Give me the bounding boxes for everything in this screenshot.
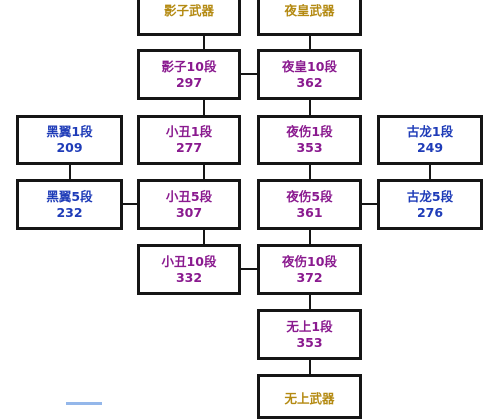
node-label: 夜皇10段 bbox=[282, 58, 337, 74]
node-nightwound-1: 夜伤1段 353 bbox=[257, 115, 362, 165]
node-value: 209 bbox=[56, 140, 83, 155]
node-label: 黑翼1段 bbox=[46, 124, 93, 139]
connector bbox=[240, 268, 258, 270]
node-blackwing-5: 黑翼5段 232 bbox=[16, 179, 123, 230]
node-label: 无上1段 bbox=[286, 318, 333, 334]
connector bbox=[203, 99, 205, 116]
node-label: 夜伤5段 bbox=[286, 188, 333, 204]
node-value: 297 bbox=[175, 74, 203, 90]
connector bbox=[69, 164, 71, 180]
node-nightwound-5: 夜伤5段 361 bbox=[257, 179, 362, 230]
connector bbox=[309, 99, 311, 116]
connector bbox=[309, 359, 311, 375]
node-label: 无上武器 bbox=[284, 391, 335, 406]
node-value: 232 bbox=[56, 204, 83, 220]
connector bbox=[122, 203, 138, 205]
connector bbox=[309, 229, 311, 245]
node-label: 夜皇武器 bbox=[284, 3, 335, 18]
node-ancientdragon-5: 古龙5段 276 bbox=[377, 179, 483, 230]
upgrade-path-diagram: 影子武器 影子10段 297 小丑1段 277 小丑5段 307 小丑10段 3… bbox=[16, 0, 483, 419]
node-value: 332 bbox=[175, 269, 203, 285]
node-value: 353 bbox=[296, 140, 323, 155]
node-nightking-10: 夜皇10段 362 bbox=[257, 49, 362, 100]
node-ancientdragon-1: 古龙1段 249 bbox=[377, 115, 483, 165]
node-shadow-weapon: 影子武器 bbox=[137, 0, 241, 36]
node-clown-10: 小丑10段 332 bbox=[137, 244, 241, 295]
connector bbox=[240, 73, 258, 75]
node-label: 影子10段 bbox=[161, 58, 217, 74]
node-value: 307 bbox=[175, 204, 203, 220]
connector bbox=[309, 294, 311, 310]
connector bbox=[309, 35, 311, 49]
node-supreme-weapon: 无上武器 bbox=[257, 374, 362, 419]
node-blackwing-1: 黑翼1段 209 bbox=[16, 115, 123, 165]
node-value: 276 bbox=[416, 204, 444, 220]
connector bbox=[203, 164, 205, 180]
node-label: 古龙5段 bbox=[406, 188, 454, 204]
node-value: 361 bbox=[296, 204, 323, 220]
node-label: 夜伤1段 bbox=[286, 124, 333, 139]
node-supreme-1: 无上1段 353 bbox=[257, 309, 362, 360]
node-nightking-weapon: 夜皇武器 bbox=[257, 0, 362, 36]
node-label: 黑翼5段 bbox=[46, 188, 93, 204]
node-value: 353 bbox=[296, 334, 323, 350]
node-shadow-10: 影子10段 297 bbox=[137, 49, 241, 100]
connector bbox=[309, 164, 311, 180]
connector bbox=[203, 35, 205, 49]
connector bbox=[361, 203, 378, 205]
node-label: 小丑10段 bbox=[161, 253, 217, 269]
node-value: 249 bbox=[416, 140, 444, 155]
node-label: 影子武器 bbox=[163, 3, 214, 18]
node-clown-1: 小丑1段 277 bbox=[137, 115, 241, 165]
connector bbox=[203, 229, 205, 245]
watermark-fragment bbox=[66, 402, 102, 405]
node-value: 362 bbox=[296, 74, 323, 90]
node-value: 277 bbox=[175, 140, 203, 155]
node-label: 夜伤10段 bbox=[282, 253, 337, 269]
connector bbox=[429, 164, 431, 180]
node-label: 小丑1段 bbox=[165, 124, 213, 139]
node-nightwound-10: 夜伤10段 372 bbox=[257, 244, 362, 295]
node-clown-5: 小丑5段 307 bbox=[137, 179, 241, 230]
node-value: 372 bbox=[296, 269, 323, 285]
node-label: 小丑5段 bbox=[165, 188, 213, 204]
node-label: 古龙1段 bbox=[406, 124, 454, 139]
